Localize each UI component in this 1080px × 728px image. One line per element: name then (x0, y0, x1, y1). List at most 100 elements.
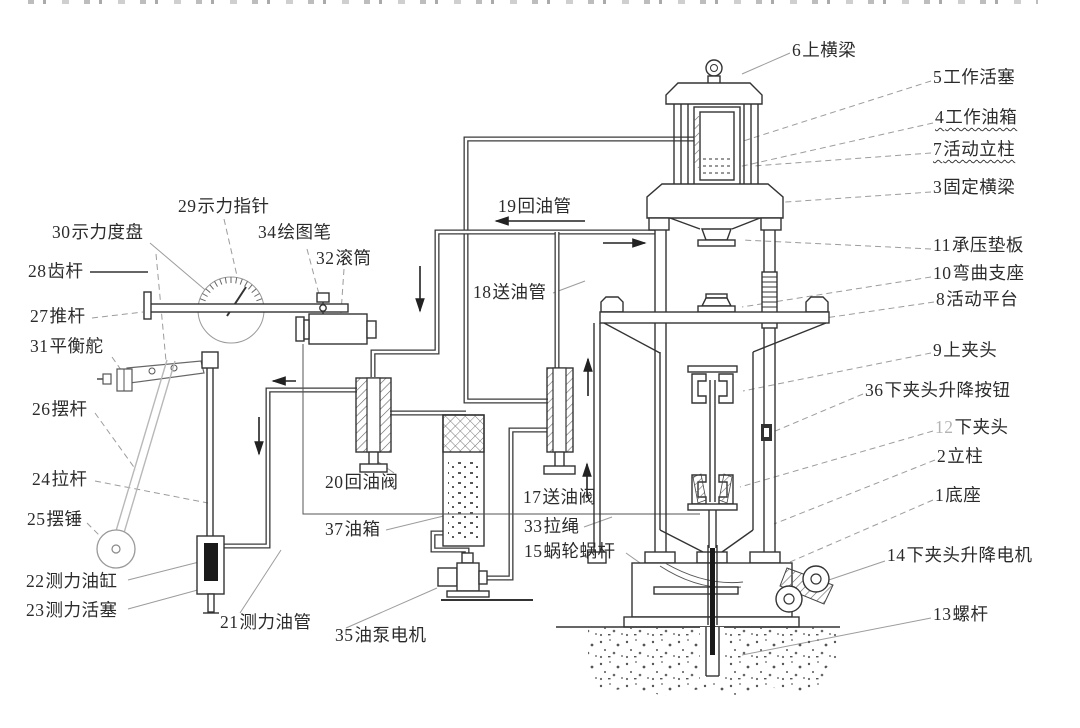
part-name: 测力活塞 (45, 600, 118, 620)
part-name: 示力度盘 (71, 222, 144, 242)
part-number: 20 (325, 472, 344, 492)
part-label-11: 11承压垫板 (933, 235, 1024, 256)
flow-arrows (254, 216, 647, 498)
part-name: 底座 (945, 485, 982, 505)
part-label-6: 6上横梁 (792, 40, 856, 61)
drawing-pen (316, 292, 330, 314)
part-name: 送油管 (492, 282, 547, 302)
part-number: 25 (27, 509, 46, 529)
part-name: 工作活塞 (943, 67, 1016, 87)
movable-platform (599, 296, 830, 324)
part-label-4: 4工作油箱 (935, 107, 1017, 128)
testing-machine (556, 59, 840, 696)
part-name: 下夹头升降按钮 (884, 380, 1011, 400)
balance-lever (97, 360, 205, 392)
part-number: 1 (935, 485, 945, 505)
part-number: 2 (937, 446, 947, 466)
part-label-2: 2立柱 (937, 446, 983, 467)
part-name: 测力油缸 (45, 571, 118, 591)
part-number: 5 (933, 67, 943, 87)
part-name: 上夹头 (943, 340, 998, 360)
part-label-30: 30示力度盘 (52, 222, 144, 243)
part-label-9: 9上夹头 (933, 340, 997, 361)
part-name: 齿杆 (47, 261, 84, 281)
return-valve (355, 377, 392, 473)
compression-platen (697, 228, 736, 247)
lower-grip (687, 473, 738, 548)
part-name: 活动立柱 (943, 139, 1016, 159)
grip-lift-motor (775, 565, 834, 613)
part-number: 8 (936, 289, 946, 309)
part-label-10: 10弯曲支座 (933, 263, 1025, 284)
part-label-29: 29示力指针 (178, 196, 270, 217)
part-name: 回油管 (517, 196, 572, 216)
part-number: 7 (933, 139, 943, 159)
part-number: 31 (30, 336, 49, 356)
foundation-ground (556, 626, 840, 696)
part-label-3: 3固定横梁 (933, 177, 1015, 198)
part-label-35: 35油泵电机 (335, 625, 427, 646)
part-name: 绘图笔 (277, 222, 332, 242)
part-label-25: 25摆锤 (27, 509, 83, 530)
part-name: 下夹头 (954, 417, 1009, 437)
part-number: 28 (28, 261, 47, 281)
part-label-20: 20回油阀 (325, 472, 399, 493)
part-label-28: 28齿杆 (28, 261, 84, 282)
part-name: 弯曲支座 (952, 263, 1025, 283)
part-label-8: 8活动平台 (936, 289, 1018, 310)
part-name: 油箱 (344, 519, 381, 539)
part-label-18: 18送油管 (473, 282, 547, 303)
part-name: 拉绳 (543, 516, 580, 536)
part-number: 21 (220, 612, 239, 632)
pull-rope (302, 344, 700, 515)
part-number: 30 (52, 222, 71, 242)
bending-support (697, 293, 736, 313)
leader-lines (86, 52, 936, 656)
upper-crosshead (665, 59, 763, 105)
part-number: 29 (178, 196, 197, 216)
part-label-1: 1底座 (935, 485, 981, 506)
part-label-14: 14下夹头升降电机 (887, 545, 1033, 566)
force-indicator-assembly (96, 276, 377, 614)
part-label-26: 26摆杆 (32, 399, 88, 420)
part-name: 送油阀 (542, 487, 597, 507)
oil-tank (442, 414, 485, 547)
part-label-15: 15蜗轮蜗杆 (524, 541, 616, 562)
part-label-21: 21测力油管 (220, 612, 312, 633)
part-number: 13 (933, 604, 952, 624)
part-name: 推杆 (49, 306, 86, 326)
part-number: 9 (933, 340, 943, 360)
part-number: 34 (258, 222, 277, 242)
oil-pump-motor (437, 552, 533, 601)
part-label-24: 24拉杆 (32, 469, 88, 490)
part-name: 油泵电机 (354, 625, 427, 645)
part-number: 6 (792, 40, 802, 60)
part-name: 螺杆 (952, 604, 989, 624)
part-number: 23 (26, 600, 45, 620)
part-number: 24 (32, 469, 51, 489)
part-number: 4 (935, 107, 945, 127)
part-label-22: 22测力油缸 (26, 571, 118, 592)
part-number: 17 (523, 487, 542, 507)
part-label-23: 23测力活塞 (26, 600, 118, 621)
part-number: 3 (933, 177, 943, 197)
part-name: 承压垫板 (951, 235, 1024, 255)
part-number: 32 (316, 248, 335, 268)
part-number: 22 (26, 571, 45, 591)
recording-drum (295, 313, 377, 345)
part-label-32: 32滚筒 (316, 248, 372, 269)
upper-grip (687, 365, 738, 404)
part-label-34: 34绘图笔 (258, 222, 332, 243)
part-number: 27 (30, 306, 49, 326)
part-label-12: 12下夹头 (935, 417, 1009, 438)
force-measuring-cylinder (196, 535, 225, 614)
part-name: 示力指针 (197, 196, 270, 216)
oil-pipes (224, 136, 697, 581)
part-label-5: 5工作活塞 (933, 67, 1015, 88)
part-number: 26 (32, 399, 51, 419)
part-number: 15 (524, 541, 543, 561)
part-name: 滚筒 (335, 248, 372, 268)
part-name: 活动平台 (946, 289, 1019, 309)
